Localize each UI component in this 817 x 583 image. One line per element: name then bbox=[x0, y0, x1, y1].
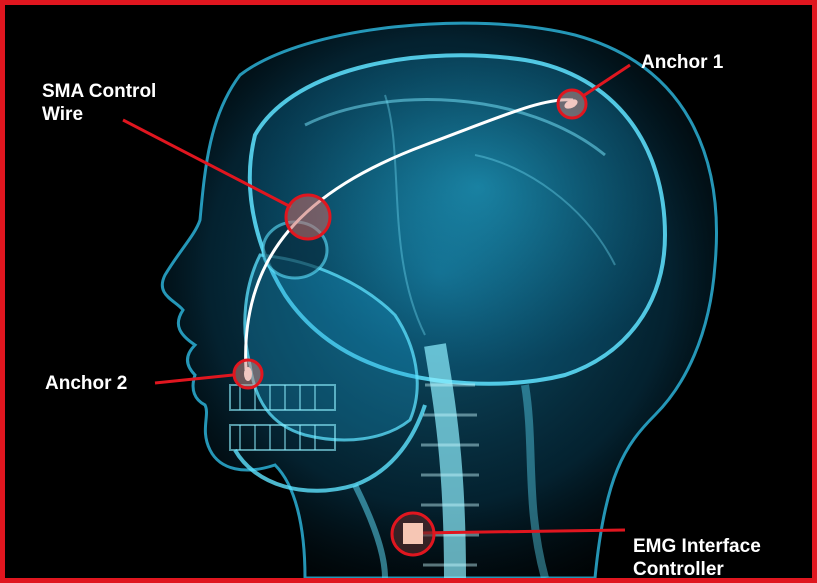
anchor-2-marker bbox=[234, 360, 262, 388]
sma-control-wire-label: SMA Control Wire bbox=[42, 80, 232, 126]
anchor-1-marker bbox=[558, 90, 586, 118]
anchor-1-label: Anchor 1 bbox=[641, 51, 723, 74]
anchor-2-label: Anchor 2 bbox=[45, 372, 127, 395]
emg-controller-marker bbox=[392, 513, 434, 555]
sma-wire-marker bbox=[286, 195, 330, 239]
emg-interface-controller-label: EMG Interface Controller bbox=[633, 535, 813, 581]
